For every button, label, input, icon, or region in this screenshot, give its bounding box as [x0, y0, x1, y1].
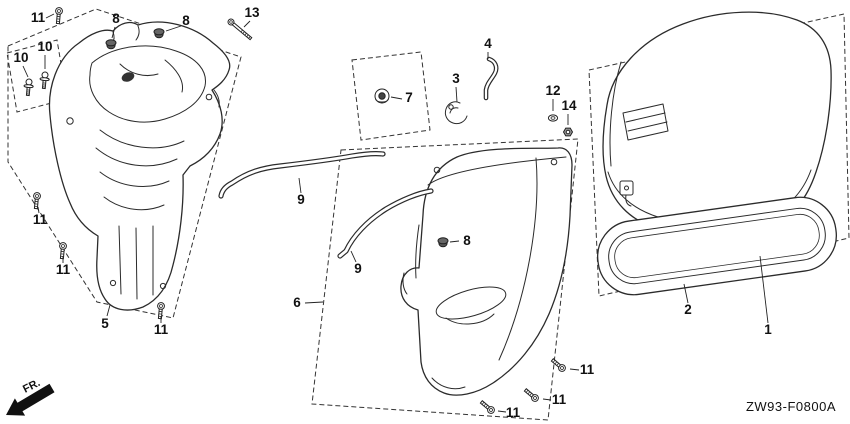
- callout-14: 14: [561, 98, 577, 113]
- diagram-code: ZW93-F0800A: [746, 399, 836, 414]
- grommet-icon: [437, 237, 449, 248]
- callout-4: 4: [484, 36, 492, 51]
- clamp-icon: [444, 101, 468, 125]
- callout-9-a: 9: [297, 192, 305, 207]
- group-box-left-cover: [7, 8, 242, 319]
- callout-8-c: 8: [463, 233, 471, 248]
- seal-strip-left: [218, 151, 386, 199]
- cover-hole: [121, 72, 135, 82]
- callout-11-a: 11: [31, 10, 46, 25]
- callout-11-d: 11: [154, 322, 169, 337]
- seal-strip-mid: [337, 188, 434, 259]
- callout-3: 3: [452, 71, 460, 86]
- group-box-grommet-7: [351, 51, 431, 141]
- mid-undercover-part: [400, 147, 573, 396]
- left-undercover-part: [48, 21, 231, 311]
- group-box-bolts-10: [6, 39, 68, 113]
- callout-11-e: 11: [580, 362, 595, 377]
- callout-11-c: 11: [56, 262, 71, 277]
- callout-8-a: 8: [112, 11, 120, 26]
- bolt-icon: [522, 386, 541, 404]
- grommet-icon: [105, 39, 117, 50]
- bolt-icon: [549, 356, 568, 374]
- callout-12: 12: [545, 83, 560, 98]
- leader-lines: [22, 13, 769, 413]
- washer-icon: [547, 114, 559, 122]
- callout-1: 1: [764, 322, 772, 337]
- grommet-7-icon: [374, 88, 390, 104]
- bolt-icon: [478, 398, 497, 416]
- callout-7: 7: [405, 90, 413, 105]
- bolt-washer-icon: [38, 71, 51, 90]
- callout-6: 6: [293, 295, 301, 310]
- bolt-washer-icon: [22, 78, 35, 97]
- callout-11-f: 11: [552, 392, 567, 407]
- cover-latch: [619, 180, 634, 196]
- group-box-mid-cover: [311, 138, 579, 421]
- callout-2: 2: [684, 302, 692, 317]
- group-box-engine-cover: [588, 13, 850, 297]
- callout-13: 13: [244, 5, 260, 20]
- group-boxes: [6, 8, 850, 421]
- callout-labels: 11 8 8 13 10 10 7 3 4 12 14 9 11 11 11 5…: [13, 5, 772, 420]
- callout-5: 5: [101, 316, 109, 331]
- cover-seal-ring-part: [597, 196, 837, 296]
- callout-11-b: 11: [33, 212, 48, 227]
- callout-9-b: 9: [354, 261, 362, 276]
- callout-8-b: 8: [182, 13, 190, 28]
- fasteners: [22, 6, 574, 416]
- callout-10-b: 10: [13, 50, 28, 65]
- callout-10-a: 10: [37, 39, 52, 54]
- fr-direction-arrow: FR.: [6, 377, 55, 416]
- nut-icon: [562, 127, 574, 137]
- hook-rod-icon: [483, 56, 499, 101]
- cover-vent: [622, 103, 669, 141]
- grommet-icon: [153, 28, 165, 39]
- callout-11-g: 11: [506, 405, 521, 420]
- bolt-icon: [32, 191, 42, 210]
- fr-arrow-icon: [6, 383, 55, 416]
- bolt-icon: [54, 6, 64, 25]
- long-bolt-icon: [226, 17, 254, 42]
